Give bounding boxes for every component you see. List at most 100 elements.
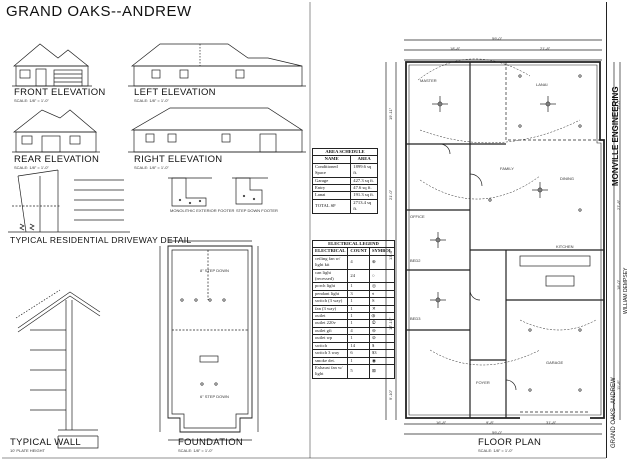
table-cell: outlet xyxy=(311,312,349,321)
typical-wall-drawing xyxy=(15,289,101,449)
table-cell: outlet gfi xyxy=(311,326,349,336)
designer-name: WILLIAM DEMPSEY xyxy=(623,267,629,314)
ceiling-fan-icon xyxy=(430,232,446,248)
room-label-bed2: BED2 xyxy=(410,258,421,263)
table-cell: Entry xyxy=(311,184,352,193)
table-cell: smoke det. xyxy=(311,356,349,365)
table-cell: 191.3 sq ft. xyxy=(350,191,378,200)
foundation-note: 8" STEP DOWN xyxy=(200,268,229,273)
step-down-footer-label: STEP DOWN FOOTER xyxy=(236,208,278,213)
column-header: AREA xyxy=(350,155,378,164)
table-cell: 1 xyxy=(347,312,370,321)
table-cell: Garage xyxy=(311,176,352,186)
symbol-icon: $ xyxy=(368,341,395,351)
dim-side-b: 21'-0" xyxy=(388,189,393,200)
dim-top-left: 18'-8" xyxy=(450,46,461,51)
driveway-detail-label: TYPICAL RESIDENTIAL DRIVEWAY DETAIL xyxy=(10,235,192,245)
room-label-family: FAMILY xyxy=(500,166,514,171)
dim-side-e: 9'-10" xyxy=(388,389,393,400)
title-block: MONVILLE ENGINEERING WILLIAM DEMPSEY GRA… xyxy=(606,2,639,458)
dim-bottom-right: 31'-8" xyxy=(546,420,557,425)
table-cell: Lanai xyxy=(311,191,352,200)
typical-wall-label: TYPICAL WALL xyxy=(10,437,81,448)
table-cell: 47.6 sq ft. xyxy=(350,184,378,193)
ceiling-fan-icon xyxy=(430,292,446,308)
table-row: smoke det.1◉ xyxy=(311,356,395,365)
symbol-icon: ⦶ xyxy=(368,312,395,321)
floor-plan-label: FLOOR PLAN xyxy=(478,437,542,448)
table-cell: 427.3 sq ft. xyxy=(350,176,378,186)
dim-bottom-left: 16'-8" xyxy=(436,420,447,425)
room-label-master: MASTER xyxy=(420,78,437,83)
table-cell: 4 xyxy=(347,326,370,336)
room-label-office: OFFICE xyxy=(410,214,425,219)
table-cell: Conditioned Space xyxy=(311,162,352,178)
left-elevation-label: LEFT ELEVATION xyxy=(134,87,216,98)
symbol-icon: ⦷ xyxy=(368,319,395,328)
symbol-icon: ○ xyxy=(368,268,395,284)
ceiling-fan-icon xyxy=(432,96,448,112)
table-cell: 1 xyxy=(347,282,370,291)
table-cell: 6 xyxy=(347,349,370,358)
firm-name: MONVILLE ENGINEERING xyxy=(611,86,620,186)
room-label-bed3: BED3 xyxy=(410,316,421,321)
symbol-icon: ◉ xyxy=(368,356,395,365)
dim-bottom-mid: 9'-8" xyxy=(486,420,494,425)
footer-details-drawing xyxy=(168,177,268,207)
table-cell: can light (recessed) xyxy=(311,268,349,284)
table-row: fan (3 way)1✕ xyxy=(311,304,395,314)
foundation-plan-drawing xyxy=(159,240,259,441)
right-elevation-scale: SCALE: 1/8" = 1'-0" xyxy=(134,165,169,170)
symbol-icon: S xyxy=(368,297,395,306)
monolithic-footer-label: MONOLITHIC EXTERIOR FOOTER xyxy=(170,208,235,213)
ceiling-fan-icon xyxy=(540,96,556,112)
symbol-icon: ◎ xyxy=(368,282,395,291)
rear-elevation-label: REAR ELEVATION xyxy=(14,154,100,165)
column-header: COUNT xyxy=(347,247,370,256)
foundation-label: FOUNDATION xyxy=(178,437,244,448)
table-cell: switch (3 way) xyxy=(311,297,349,306)
ceiling-fan-icon xyxy=(532,182,548,198)
dim-side-d: 17'-10" xyxy=(388,317,393,330)
driveway-detail-drawing xyxy=(8,169,130,233)
table-cell: pendant light xyxy=(311,289,349,299)
table-cell: 5 xyxy=(347,363,370,379)
rear-elevation-scale: SCALE: 1/8" = 1'-0" xyxy=(14,165,49,170)
left-elevation-scale: SCALE: 1/8" = 1'-0" xyxy=(134,98,169,103)
symbol-icon: ⊠ xyxy=(368,363,395,379)
table-cell: 1 xyxy=(347,319,370,328)
project-name: GRAND OAKS--ANDREW xyxy=(611,377,617,448)
table-cell: 2713.4 sq ft. xyxy=(350,198,378,214)
dim-top-right: 21'-8" xyxy=(540,46,551,51)
table-cell: switch 3 way xyxy=(311,349,349,358)
typical-wall-subtitle: 10' PLATE HEIGHT xyxy=(10,448,45,453)
floor-plan-drawing xyxy=(2,2,621,459)
symbol-icon: ✕ xyxy=(368,304,395,314)
table-cell: 1 xyxy=(347,356,370,365)
area-schedule-title: AREA SCHEDULE xyxy=(312,147,378,157)
front-elevation-scale: SCALE: 1/8" = 1'-0" xyxy=(14,98,49,103)
table-cell: porch light xyxy=(311,282,349,291)
foundation-note-2: 6" STEP DOWN xyxy=(200,394,229,399)
table-cell: 24 xyxy=(347,268,370,284)
symbol-icon: ⊘ xyxy=(368,334,395,343)
dim-top-overall: 59'-0" xyxy=(492,36,503,41)
table-cell: outlet wp xyxy=(311,334,349,343)
room-label-kitchen: KITCHEN xyxy=(556,244,574,249)
column-header: SYMBOL xyxy=(368,247,395,256)
right-elevation-drawing xyxy=(128,107,306,153)
electrical-legend-title: ELECTRICAL LEGEND xyxy=(312,239,395,249)
floor-plan-scale: SCALE: 1/8" = 1'-0" xyxy=(478,448,513,453)
